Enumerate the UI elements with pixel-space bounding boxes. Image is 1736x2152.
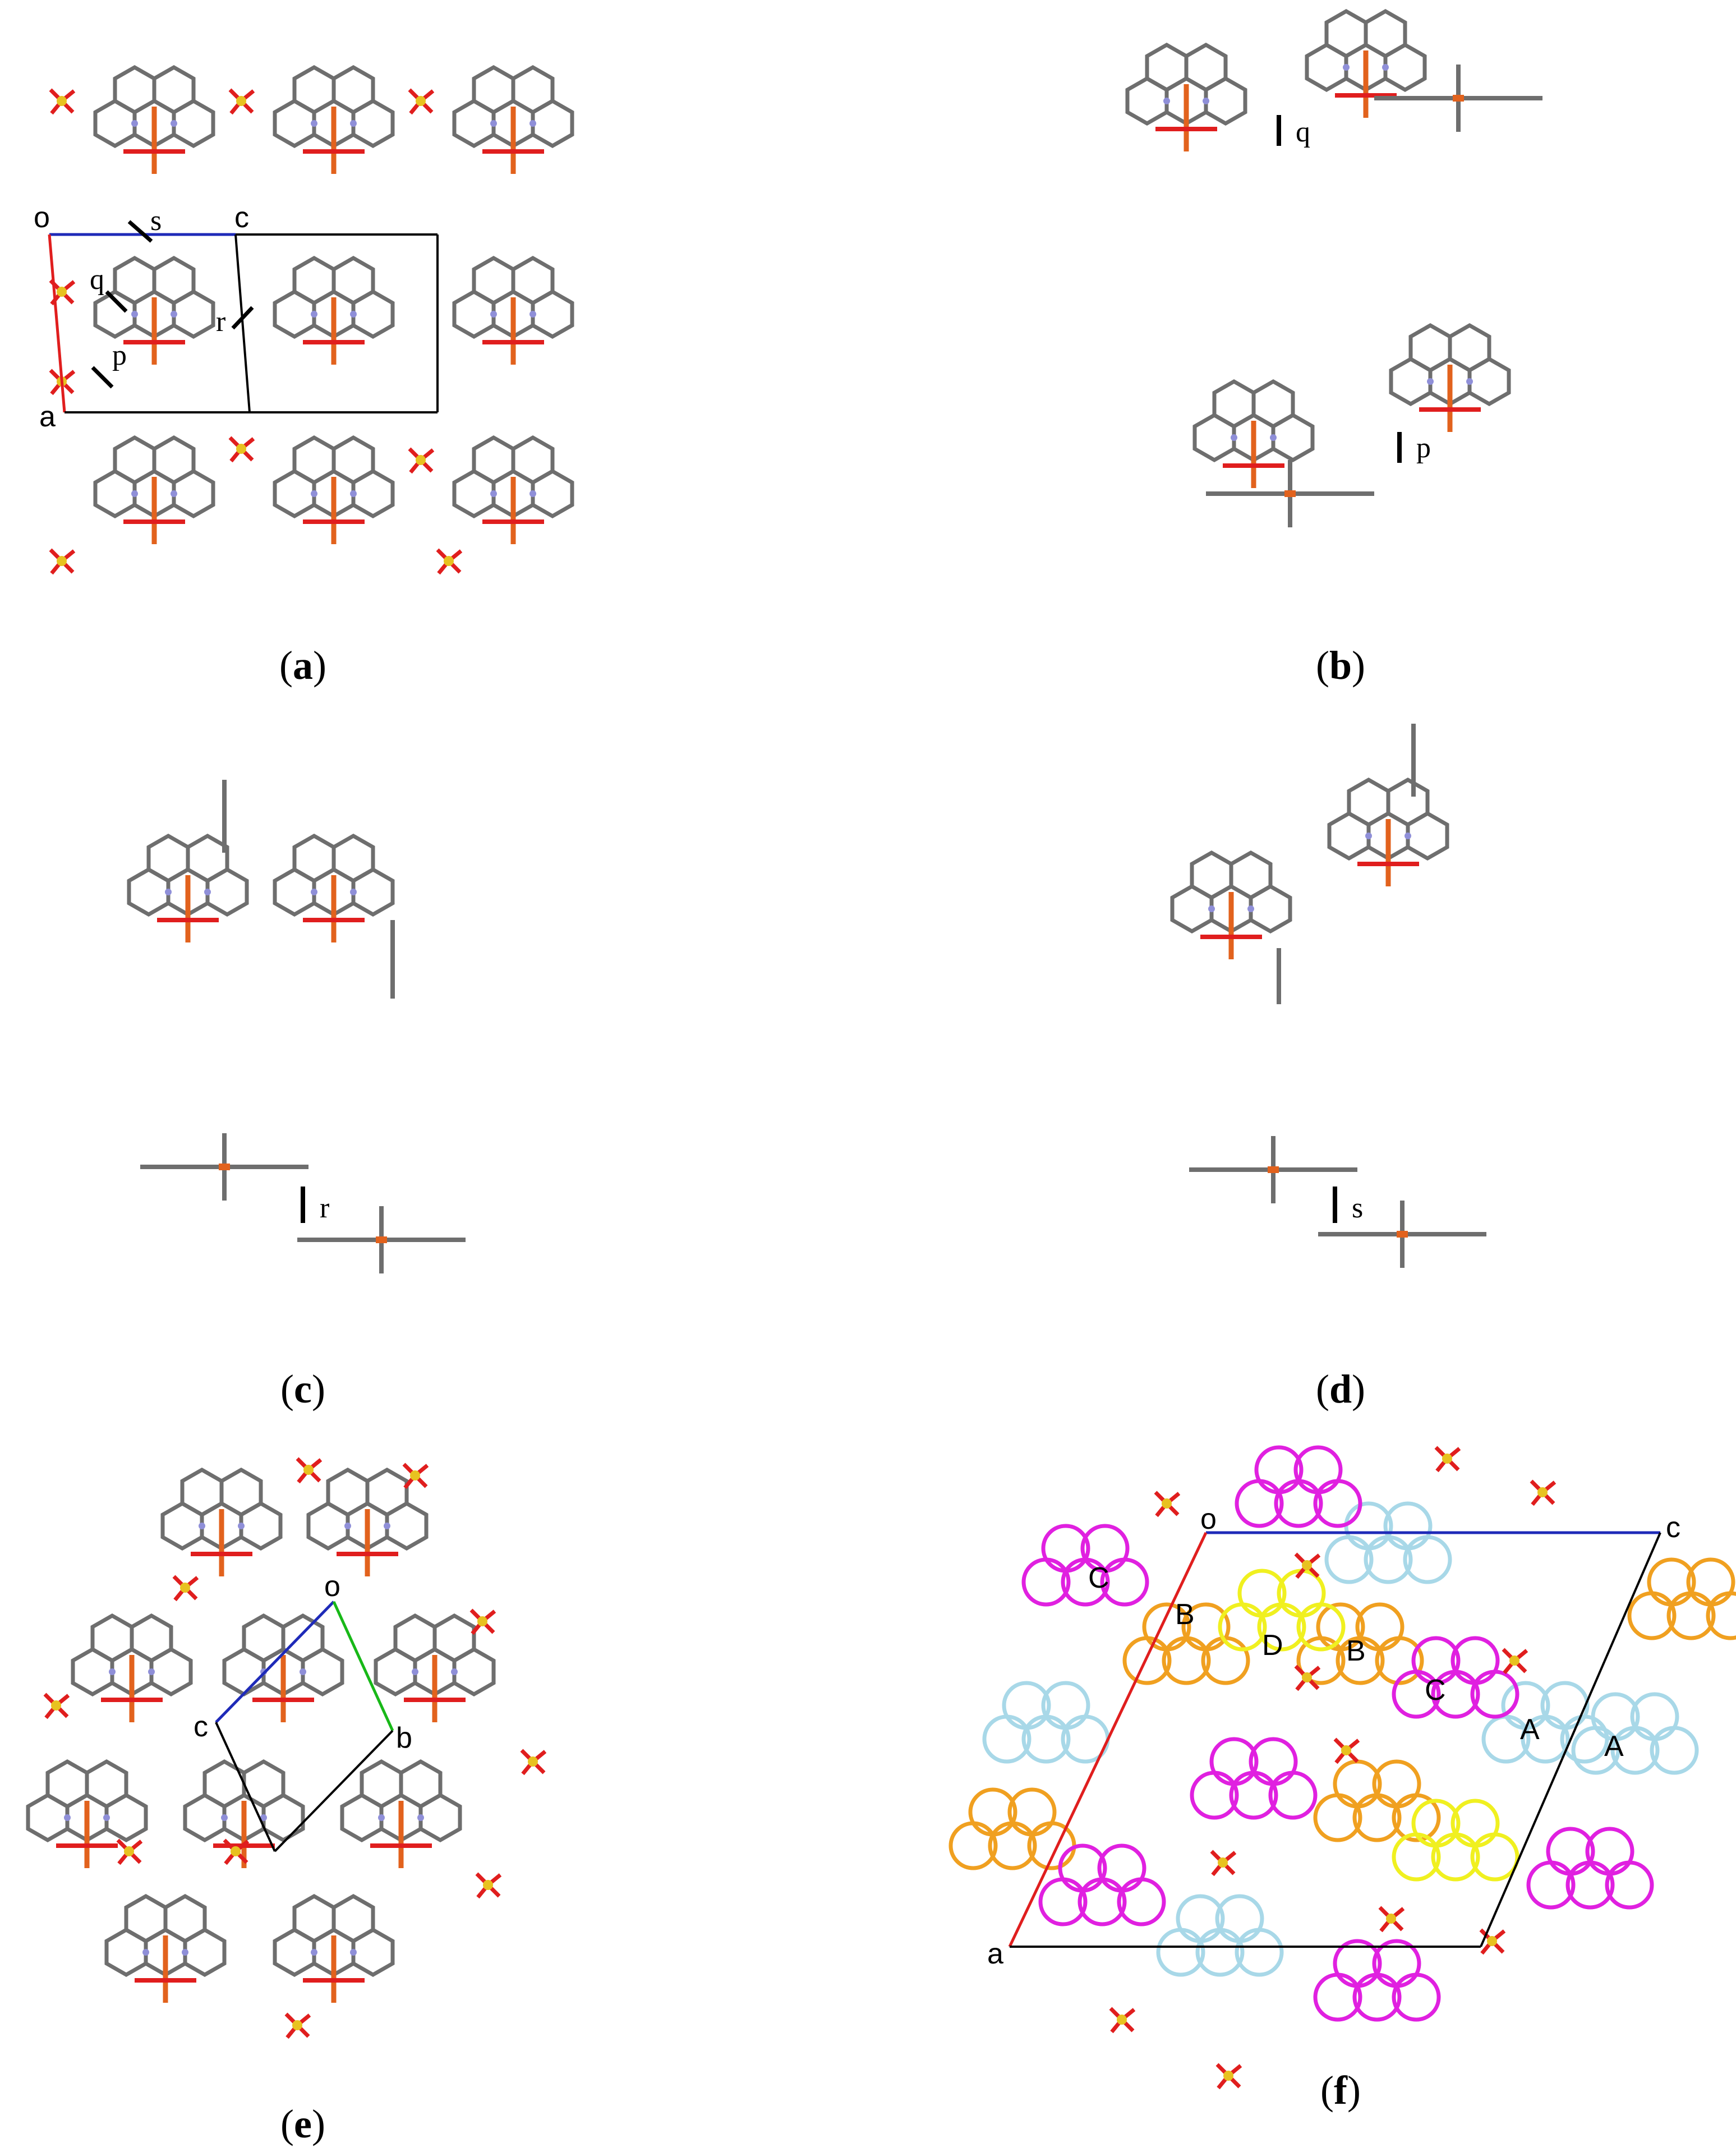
panel-a-axis-o: o xyxy=(34,201,50,234)
panel-f-axis-c: c xyxy=(1666,1511,1680,1544)
panel-a-contact-arrows xyxy=(91,220,254,389)
panel-a-unit-cell xyxy=(48,233,439,413)
panel-e-axis-b: b xyxy=(396,1722,412,1754)
panel-e-axis-o: o xyxy=(324,1570,340,1603)
panel-e-sulfates xyxy=(45,1459,545,2038)
panel-f-label-B1: B xyxy=(1175,1598,1195,1631)
panel-b-contact-q: q xyxy=(1296,116,1310,148)
panel-a-molecules xyxy=(95,67,572,544)
panel-f-caption: (f) xyxy=(1320,2068,1361,2113)
panel-b-contact-p: p xyxy=(1416,432,1431,464)
panel-b-caption: (b) xyxy=(1316,643,1365,688)
panel-b-structure: q p xyxy=(1127,11,1542,527)
panel-a-contact-s: s xyxy=(150,205,162,237)
panel-c-structure: r xyxy=(129,780,466,1273)
panel-d-structure: s xyxy=(1172,724,1486,1268)
panel-a-contact-r: r xyxy=(216,306,225,338)
panel-a-contact-q: q xyxy=(90,264,104,296)
panel-d-caption: (d) xyxy=(1316,1367,1365,1411)
panel-e-molecules xyxy=(28,1470,494,2003)
panel-d-contact-s: s xyxy=(1352,1192,1363,1224)
panel-f-structure: o c a C B D B C A A xyxy=(951,1447,1736,2088)
panel-f-label-B2: B xyxy=(1346,1635,1366,1667)
panel-a-axis-a: a xyxy=(39,401,56,433)
panel-e-caption: (e) xyxy=(280,2102,325,2146)
panel-f-label-A1: A xyxy=(1520,1713,1540,1746)
panel-a-caption: (a) xyxy=(279,643,326,688)
panel-a-contact-p: p xyxy=(112,339,127,371)
panel-e-axis-c: c xyxy=(194,1710,208,1743)
panel-c-contact-r: r xyxy=(320,1192,329,1224)
panel-e-structure: o c b xyxy=(28,1459,545,2038)
panel-f-axis-o: o xyxy=(1200,1503,1217,1535)
panel-f-axis-a: a xyxy=(987,1938,1003,1970)
panel-f-label-D: D xyxy=(1262,1629,1283,1662)
panel-c-caption: (c) xyxy=(280,1367,325,1411)
panel-f-label-A2: A xyxy=(1604,1730,1624,1763)
panel-f-label-C2: C xyxy=(1425,1674,1446,1707)
panel-a-structure: o c a s q r p xyxy=(34,67,572,573)
panel-a-axis-c: c xyxy=(234,201,249,234)
panel-f-molecules-D xyxy=(1220,1571,1517,1879)
panel-f-unit-cell xyxy=(1008,1531,1661,1948)
panel-a-sulfates xyxy=(50,90,461,573)
panel-f-label-C1: C xyxy=(1088,1562,1109,1594)
panel-e-unit-cell xyxy=(215,1601,394,1852)
